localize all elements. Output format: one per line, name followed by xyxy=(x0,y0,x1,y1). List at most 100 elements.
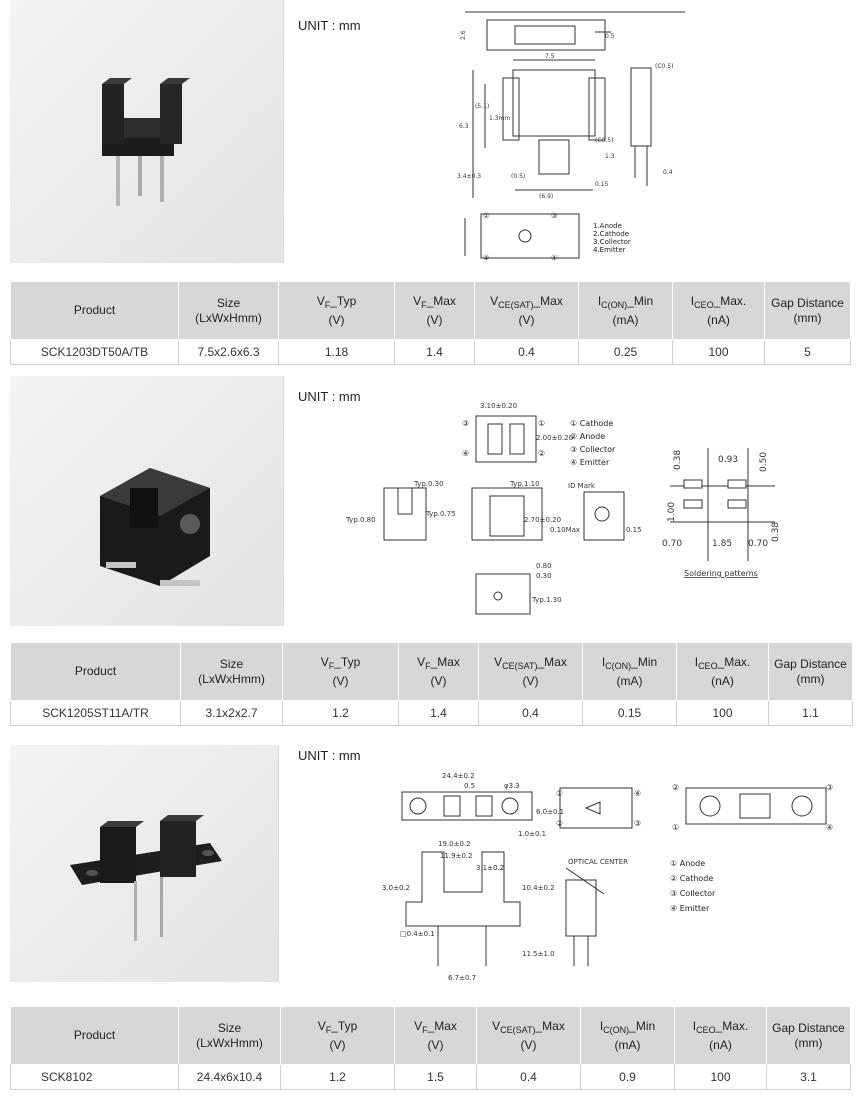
pin-label-1: 1.Anode xyxy=(593,222,622,230)
dim-typ-1-10: Typ.1.10 xyxy=(509,480,540,488)
dim-2-6: 2.6 xyxy=(460,30,467,40)
header-ic-min: IC(ON)_Min(mA) xyxy=(578,281,673,340)
pin-num-2: ② xyxy=(483,254,489,262)
header-gap: Gap Distance(mm) xyxy=(764,281,851,340)
cell-size: 24.4x6x10.4 xyxy=(178,1064,281,1090)
pattern-dim-0-38-b: 0.38 xyxy=(771,522,781,542)
cell-iceo-max: 100 xyxy=(674,1064,767,1090)
dim-0-15: 0.15 xyxy=(626,526,642,534)
cell-ic-min: 0.9 xyxy=(580,1064,675,1090)
pin-num-4: ④ xyxy=(551,254,557,262)
pattern-dim-0-93: 0.93 xyxy=(718,455,738,465)
dim-typ-0-30: Typ.0.30 xyxy=(413,480,444,488)
pin-label-4: ④ Emitter xyxy=(670,904,710,913)
header-ic-min: IC(ON)_Min(mA) xyxy=(582,642,677,701)
photosensor-image-2 xyxy=(100,468,210,586)
product-photo-2 xyxy=(10,376,284,626)
pin-num-2-b: ② xyxy=(672,783,679,792)
cell-product: SCK1203DT50A/TB xyxy=(10,339,179,365)
table-row: SCK8102 24.4x6x10.4 1.2 1.5 0.4 0.9 100 … xyxy=(10,1064,851,1090)
dim-0-5-b: (0.5) xyxy=(511,173,525,180)
photosensor-image-1 xyxy=(102,78,190,206)
dim-10-4: 10.4±0.2 xyxy=(522,884,555,892)
pin-num-2-a: ② xyxy=(556,819,563,828)
dim-typ-1-30: Typ.1.30 xyxy=(531,596,562,604)
pattern-dim-1-00: 1.00 xyxy=(667,502,677,522)
dim-0-5: 0.5 xyxy=(605,33,615,40)
cell-size: 3.1x2x2.7 xyxy=(180,700,283,726)
pin-label-2: 2.Cathode xyxy=(593,230,629,238)
pin-num-3: ③ xyxy=(551,212,557,220)
soldering-patterns-title: Soldering patterns xyxy=(684,569,758,578)
dim-c0-5-a: (C0.5) xyxy=(655,63,673,70)
dim-7-5: 7.5 xyxy=(545,53,555,60)
dim-0-4: □0.4±0.1 xyxy=(400,930,435,938)
cell-product: SCK8102 xyxy=(10,1064,179,1090)
header-gap: Gap Distance(mm) xyxy=(768,642,853,701)
dim-6-9: (6.9) xyxy=(539,193,553,200)
dim-6-3: 6.3 xyxy=(459,123,469,130)
header-iceo-max: ICEO_Max.(nA) xyxy=(674,1006,767,1065)
cell-vf-max: 1.4 xyxy=(398,700,479,726)
header-vce-max: VCE(SAT)_Max(V) xyxy=(478,642,583,701)
cell-vf-typ: 1.2 xyxy=(280,1064,395,1090)
pin-num-3-b: ③ xyxy=(826,783,833,792)
pin-label-2: ② Cathode xyxy=(670,874,713,883)
pin-num-4-b: ④ xyxy=(826,823,833,832)
header-vce-max: VCE(SAT)_Max(V) xyxy=(474,281,579,340)
cell-vce-max: 0.4 xyxy=(478,700,583,726)
dim-3-1: 3.1±0.2 xyxy=(476,864,504,872)
cell-product: SCK1205ST11A/TR xyxy=(10,700,181,726)
dim-2-00: 2.00±0.20 xyxy=(536,434,573,442)
header-vf-max: VF_Max(V) xyxy=(394,1006,477,1065)
dim-11-9: 11.9±0.2 xyxy=(440,852,473,860)
header-vf-max: VF_Max(V) xyxy=(398,642,479,701)
dim-6-7: 6.7±0.7 xyxy=(448,974,476,982)
unit-label-3: UNIT : mm xyxy=(298,748,361,763)
pin-label-3: 3.Collector xyxy=(593,238,631,246)
cell-iceo-max: 100 xyxy=(676,700,769,726)
pin-num-3: ③ xyxy=(462,419,469,428)
header-iceo-max: ICEO_Max.(nA) xyxy=(672,281,765,340)
dim-0-4: 0.4 xyxy=(663,169,673,176)
dim-3-0: 3.0±0.2 xyxy=(382,884,410,892)
pattern-dim-0-50: 0.50 xyxy=(759,452,769,472)
header-product: Product xyxy=(10,1006,179,1065)
dim-0-15: 0.15 xyxy=(595,181,609,188)
product-photo-1 xyxy=(10,0,284,263)
dim-typ-0-80: Typ.0.80 xyxy=(345,516,376,524)
cell-size: 7.5x2.6x6.3 xyxy=(178,339,279,365)
pin-num-3-a: ③ xyxy=(634,819,641,828)
pin-num-4: ④ xyxy=(462,449,469,458)
pin-num-4-a: ④ xyxy=(634,789,641,798)
pin-label-4: ④ Emitter xyxy=(570,458,610,467)
header-vf-typ: VF_Typ(V) xyxy=(278,281,395,340)
product-photo-3 xyxy=(10,745,279,982)
header-vf-typ: VF_Typ(V) xyxy=(280,1006,395,1065)
header-ic-min: IC(ON)_Min(mA) xyxy=(580,1006,675,1065)
dim-2-70: 2.70±0.20 xyxy=(524,516,561,524)
pin-label-3: ③ Collector xyxy=(670,889,716,898)
optical-center-label: OPTICAL CENTER xyxy=(568,858,628,866)
dim-0-5: 0.5 xyxy=(464,782,475,790)
pattern-dim-0-38-a: 0.38 xyxy=(673,450,683,470)
cell-iceo-max: 100 xyxy=(672,339,765,365)
table-header-row: Product Size(LxWxHmm) VF_Typ(V) VF_Max(V… xyxy=(10,1006,851,1065)
dim-phi-3-3: φ3.3 xyxy=(504,782,520,790)
dim-19-0: 19.0±0.2 xyxy=(438,840,471,848)
pattern-dim-0-70-a: 0.70 xyxy=(662,539,682,549)
header-vce-max: VCE(SAT)_Max(V) xyxy=(476,1006,581,1065)
dim-0-80: 0.80 xyxy=(536,562,552,570)
pattern-dim-1-85: 1.85 xyxy=(712,539,732,549)
cell-vf-max: 1.5 xyxy=(394,1064,477,1090)
pin-label-4: 4.Emitter xyxy=(593,246,626,254)
cell-ic-min: 0.25 xyxy=(578,339,673,365)
header-size: Size(LxWxHmm) xyxy=(180,642,283,701)
photosensor-image-3 xyxy=(70,815,222,941)
dim-3-4: 3.4±0.3 xyxy=(457,173,481,180)
dimension-drawing-3: 24.4±0.2 0.5 φ3.3 6.0±0.1 1.0±0.1 19.0±0… xyxy=(380,766,850,1001)
cell-gap: 3.1 xyxy=(766,1064,851,1090)
dim-0-10max: 0.10Max xyxy=(550,526,580,534)
dim-5-1: (5.1) xyxy=(475,103,489,110)
table-row: SCK1203DT50A/TB 7.5x2.6x6.3 1.18 1.4 0.4… xyxy=(10,339,851,365)
